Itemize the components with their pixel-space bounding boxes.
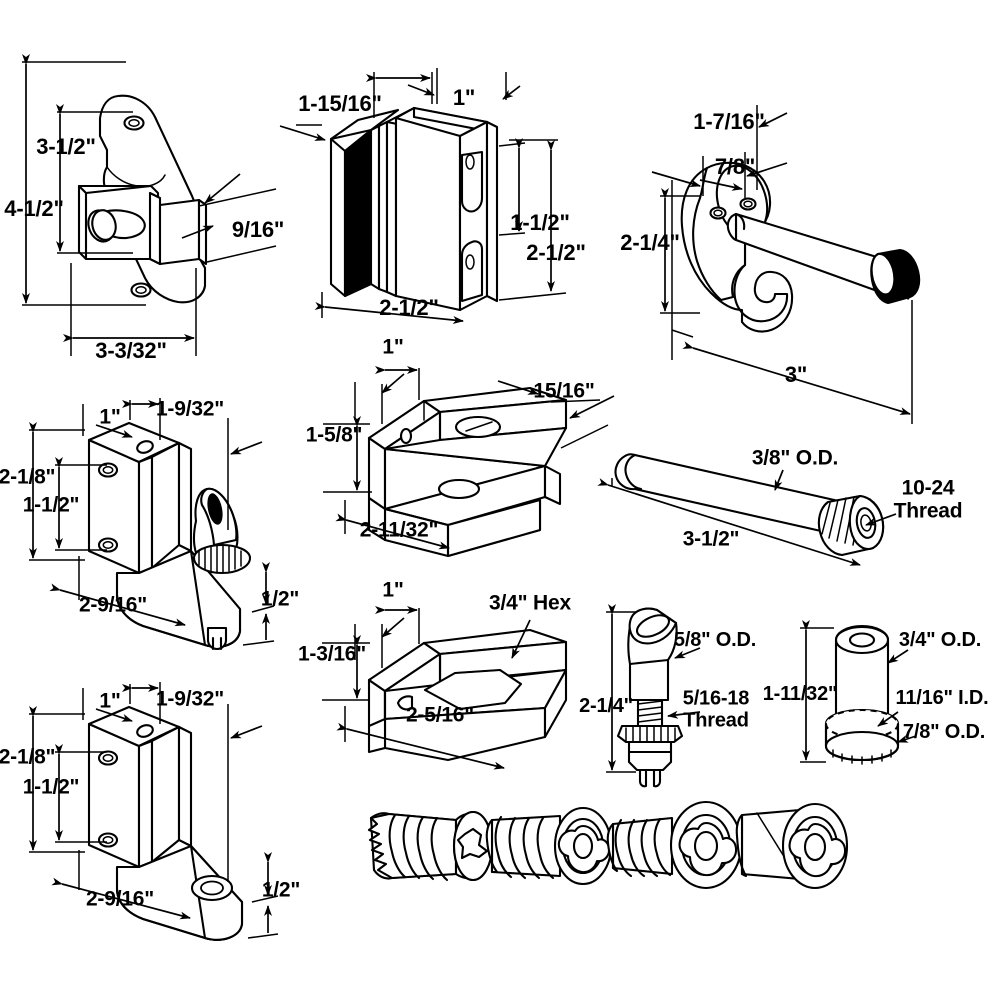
dim-top-hinge-hole_spacing: 1-1/2" xyxy=(22,493,80,517)
dim-top-hinge-width_overall: 2-9/16" xyxy=(78,593,148,617)
dim-top-hinge-height_overall: 2-1/8" xyxy=(0,465,56,489)
dim-hex-bracket-height_overall: 1-3/16" xyxy=(297,642,367,666)
dim-slide-latch-width_overall: 3-3/32" xyxy=(95,338,167,364)
dim-rod-length: 3-1/2" xyxy=(682,527,740,551)
dim-bottom-hinge-hole_spacing: 1-1/2" xyxy=(22,775,80,799)
dim-c-bracket-width_overall: 2-11/32" xyxy=(359,518,439,542)
dim-hex-bracket-hex_size: 3/4" Hex xyxy=(489,591,571,615)
fastener-button-head-screw-short xyxy=(606,800,743,890)
dim-hex-bracket-width_overall: 2-5/16" xyxy=(405,703,475,727)
dim-hook-projection: 3" xyxy=(784,362,808,388)
dim-top-hinge-pin_offset: 1-9/32" xyxy=(155,397,225,421)
threaded-stud-pin-drawing xyxy=(606,604,701,788)
dim-strike-height_overall: 2-1/2" xyxy=(526,240,586,266)
dim-hook-height_overall: 2-1/4" xyxy=(620,230,680,256)
dim-bottom-hinge-leg_depth: 1" xyxy=(99,689,121,713)
fastener-button-head-screw-long xyxy=(485,806,613,886)
c-bracket-drawing xyxy=(323,366,615,558)
support-rod-drawing xyxy=(597,453,897,566)
door-strike-keeper-drawing xyxy=(279,68,567,324)
dim-rod-outside_diameter: 3/8" O.D. xyxy=(751,446,839,470)
fastener-shoulder-bolt xyxy=(735,802,849,890)
dim-strike-width_overall: 2-1/2" xyxy=(379,295,439,321)
slide-latch-drawing xyxy=(22,54,277,356)
dim-bottom-hinge-height_overall: 2-1/8" xyxy=(0,745,56,769)
dim-bushing-inside_diameter: 11/16" I.D. xyxy=(895,687,989,710)
dim-bushing-flange_diameter: 7/8" O.D. xyxy=(902,721,986,744)
hex-bracket-drawing xyxy=(322,606,568,770)
dim-bottom-hinge-width_overall: 2-9/16" xyxy=(85,887,155,911)
dim-slide-latch-height_mount: 3-1/2" xyxy=(36,134,96,160)
dim-c-bracket-arm_width: 15/16" xyxy=(533,379,595,403)
dim-rod-thread: 10-24 Thread xyxy=(893,476,963,522)
dim-strike-depth_front: 1-15/16" xyxy=(298,91,382,117)
dim-hook-hole_spacing_inner: 7/8" xyxy=(714,154,756,180)
dim-hex-bracket-leg_depth: 1" xyxy=(382,578,404,602)
top-hinge-bracket-drawing xyxy=(29,398,275,651)
dim-strike-depth_back: 1" xyxy=(452,85,476,111)
dim-hook-hole_spacing_outer: 1-7/16" xyxy=(693,109,765,135)
coat-hook-drawing xyxy=(651,105,921,424)
dim-stud-height_overall: 2-1/4" xyxy=(579,695,633,718)
bushing-sleeve-drawing xyxy=(800,620,917,765)
dim-stud-thread: 5/16-18 Thread xyxy=(682,687,750,731)
bottom-hinge-bracket-drawing xyxy=(29,682,279,941)
dim-stud-outside_diameter: 5/8" O.D. xyxy=(673,629,757,652)
dim-bottom-hinge-arm_thickness: 1/2" xyxy=(261,878,301,902)
dim-strike-slot_spacing: 1-1/2" xyxy=(510,210,570,236)
fastener-tapered-wood-screw xyxy=(367,810,494,882)
dim-c-bracket-height_overall: 1-5/8" xyxy=(305,423,363,447)
dim-top-hinge-arm_thickness: 1/2" xyxy=(260,587,300,611)
dim-bottom-hinge-pin_offset: 1-9/32" xyxy=(155,687,225,711)
dim-bushing-outside_diameter: 3/4" O.D. xyxy=(898,629,982,652)
dim-slide-latch-height_overall: 4-1/2" xyxy=(4,196,64,222)
dim-c-bracket-leg_depth: 1" xyxy=(382,335,404,359)
dim-bushing-height_overall: 1-11/32" xyxy=(762,683,838,706)
dim-slide-latch-projection: 9/16" xyxy=(231,217,285,243)
dim-top-hinge-leg_depth: 1" xyxy=(99,405,121,429)
